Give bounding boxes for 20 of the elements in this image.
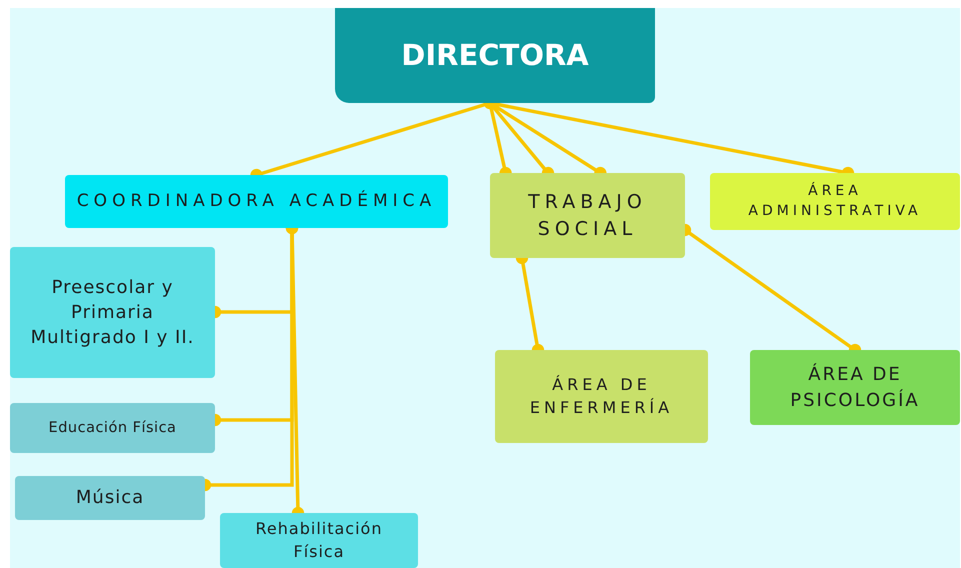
box-label: TRABAJO SOCIAL [527,190,648,242]
org-box [490,173,685,258]
org-box [220,513,418,568]
org-box [495,350,708,443]
org-box [335,8,655,103]
box-label: DIRECTORA [401,37,589,74]
box-label: Preescolar y Primaria Multigrado I y II. [30,276,196,350]
box-label: Música [76,486,144,510]
org-box [10,403,215,453]
box-label: COORDINADORA ACADÉMICA [76,190,436,213]
org-box [710,173,960,230]
box-label: Educación Física [48,418,176,438]
org-box [10,247,215,378]
box-label: ÁREA ADMINISTRATIVA [747,182,923,220]
box-label: ÁREA DE PSICOLOGÍA [789,362,921,412]
org-box [65,175,448,228]
box-label: Rehabilitación Física [254,518,384,562]
org-box [750,350,960,425]
box-label: ÁREA DE ENFERMERÍA [528,374,674,418]
org-box [15,476,205,520]
